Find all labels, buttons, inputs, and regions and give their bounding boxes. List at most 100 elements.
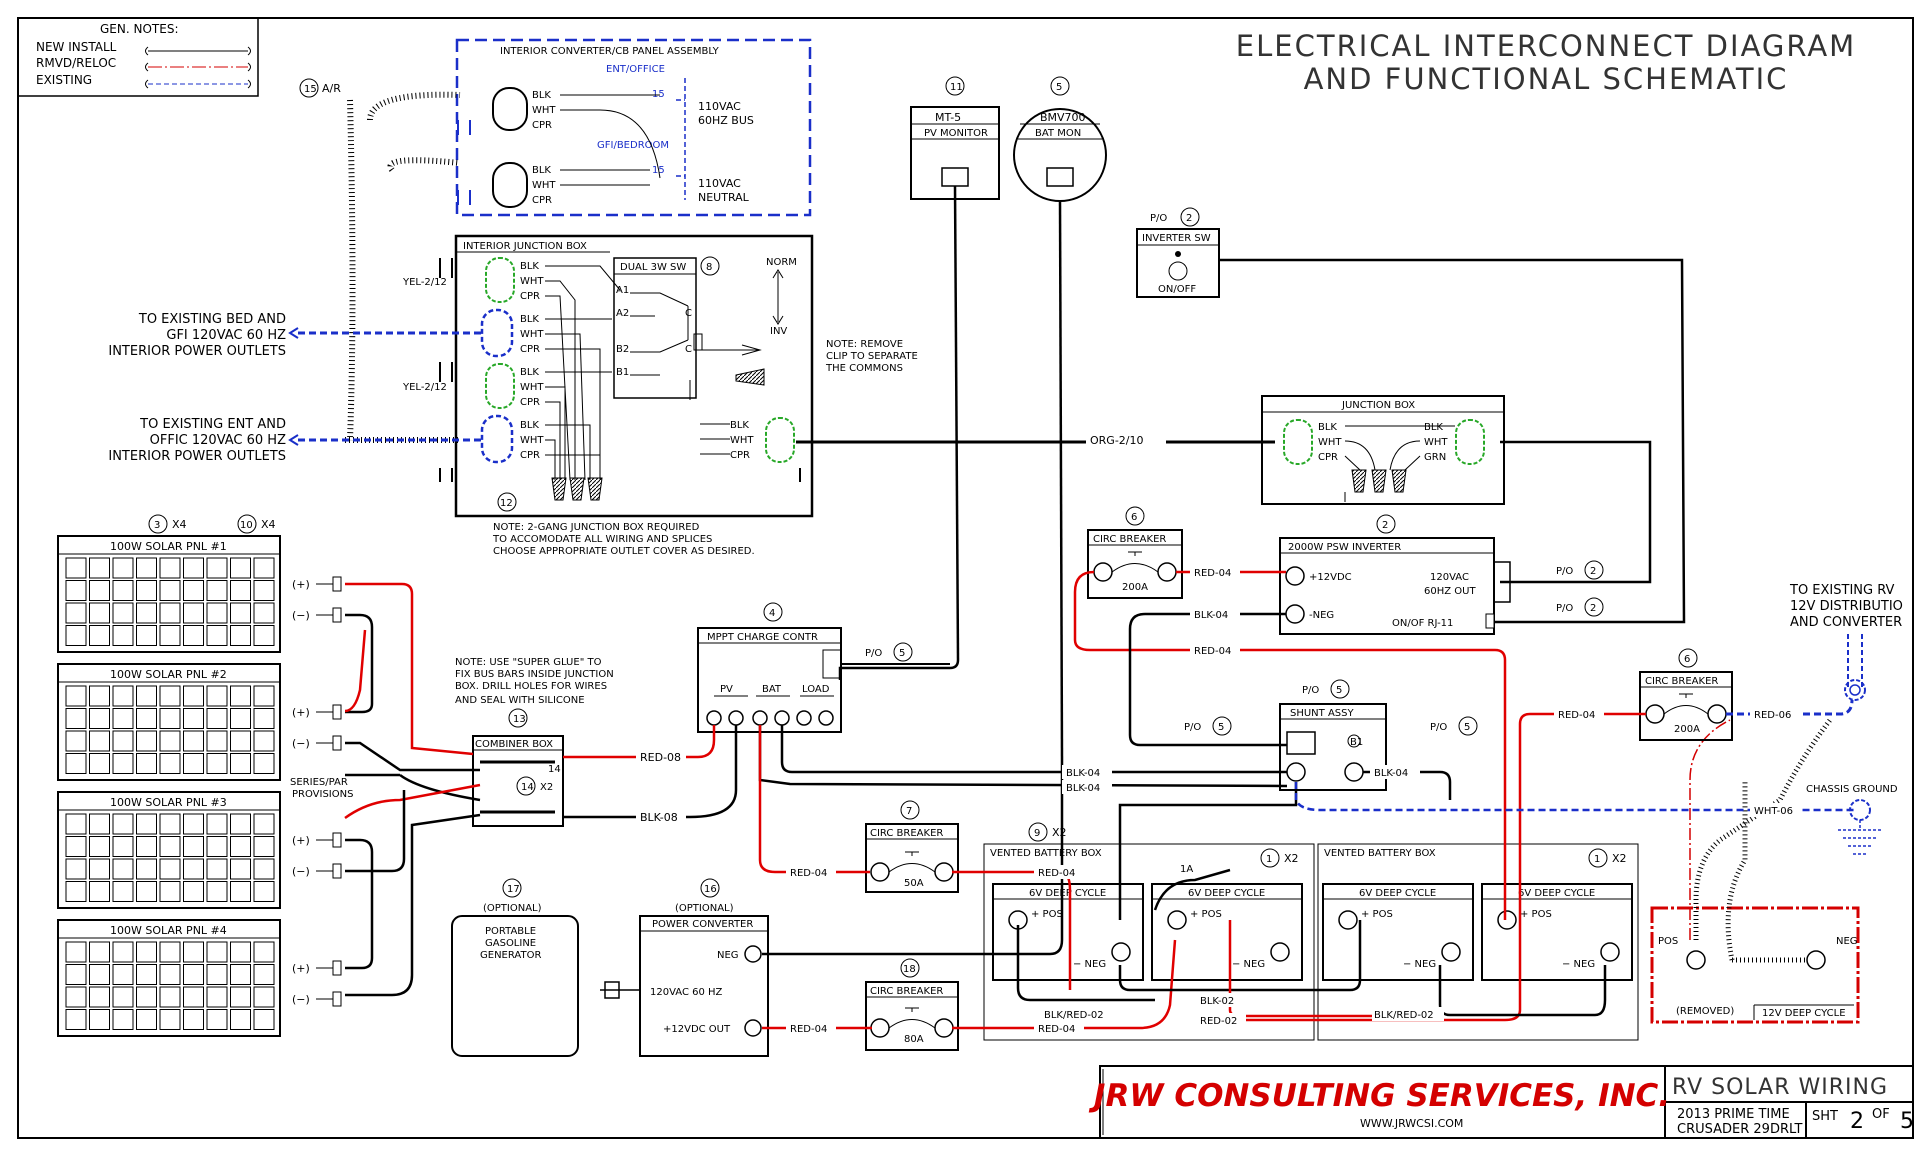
existing-rv-label: TO EXISTING RV 12V DISTRIBUTIO AND CONVE… [1789, 583, 1903, 701]
svg-text:BLK: BLK [730, 420, 749, 431]
svg-text:14: 14 [521, 782, 534, 793]
svg-text:BLK: BLK [1318, 422, 1337, 433]
blk08-label: BLK-08 [640, 811, 678, 824]
svg-text:BLK/RED-02: BLK/RED-02 [1044, 1010, 1104, 1021]
svg-text:RED-04: RED-04 [1038, 1024, 1075, 1035]
svg-text:EXISTING: EXISTING [36, 73, 92, 87]
svg-text:ON/OF RJ-11: ON/OF RJ-11 [1392, 618, 1453, 629]
svg-text:WHT: WHT [520, 329, 544, 340]
svg-text:GEN. NOTES:: GEN. NOTES: [100, 22, 178, 36]
sheet-border [17, 17, 1914, 1139]
svg-text:INTERIOR JUNCTION BOX: INTERIOR JUNCTION BOX [463, 241, 587, 252]
svg-text:X2: X2 [540, 782, 553, 793]
svg-text:DUAL 3W SW: DUAL 3W SW [620, 262, 686, 273]
svg-text:VENTED BATTERY BOX: VENTED BATTERY BOX [1324, 848, 1436, 859]
circuit-breaker-80a: 18 CIRC BREAKER 80A [865, 958, 959, 1051]
svg-text:+12VDC: +12VDC [1309, 572, 1352, 583]
svg-text:TO EXISTING ENT AND: TO EXISTING ENT AND [139, 417, 286, 432]
solar-panel-label: 100W SOLAR PNL #1 [110, 540, 227, 553]
gen-notes-legend: GEN. NOTES: NEW INSTALL RMVD/RELOC EXIST… [17, 17, 259, 97]
svg-text:RED-02: RED-02 [1200, 1016, 1237, 1027]
battery-neg-label: − NEG [1562, 959, 1595, 970]
terminal-pos-label: (+) [292, 706, 310, 719]
svg-text:6: 6 [1131, 512, 1137, 523]
svg-text:INV: INV [770, 326, 787, 337]
solar-panel: 100W SOLAR PNL #4(+)(−) [57, 919, 342, 1037]
svg-text:1: 1 [1594, 854, 1600, 865]
svg-text:BLK: BLK [532, 90, 551, 101]
svg-text:YEL-2/12: YEL-2/12 [402, 382, 447, 393]
svg-text:WHT: WHT [730, 435, 754, 446]
red08-label: RED-08 [640, 751, 681, 764]
svg-text:BLK: BLK [520, 367, 539, 378]
svg-text:CIRC BREAKER: CIRC BREAKER [1645, 676, 1718, 687]
svg-text:P/O: P/O [1430, 722, 1447, 733]
svg-text:NEG: NEG [717, 950, 739, 961]
svg-text:5: 5 [1056, 82, 1062, 93]
svg-text:16: 16 [704, 884, 717, 895]
svg-text:110VAC: 110VAC [698, 177, 741, 190]
svg-text:15: 15 [304, 84, 317, 95]
circuit-breaker-200a-distribution: 6 CIRC BREAKER 200A [1639, 648, 1733, 741]
svg-text:BLK: BLK [520, 261, 539, 272]
svg-text:BLK/RED-02: BLK/RED-02 [1374, 1010, 1434, 1021]
svg-text:NOTE: REMOVE: NOTE: REMOVE [826, 339, 903, 350]
terminal-neg-label: (−) [292, 993, 310, 1006]
outlets-bed-label: TO EXISTING BED AND GFI 120VAC 60 HZ INT… [108, 312, 286, 359]
battery-6v: 6V DEEP CYCLE+ POS− NEG [992, 883, 1144, 981]
svg-text:2: 2 [1850, 1109, 1864, 1134]
svg-text:+12VDC OUT: +12VDC OUT [663, 1024, 731, 1035]
svg-text:RED-04: RED-04 [1558, 710, 1595, 721]
svg-text:CPR: CPR [520, 450, 540, 461]
svg-text:WHT: WHT [1318, 437, 1342, 448]
svg-text:P/O: P/O [1184, 722, 1201, 733]
svg-text:WHT-06: WHT-06 [1754, 806, 1793, 817]
combiner-box: 13 COMBINER BOX 14 14 X2 [472, 708, 564, 827]
svg-text:BLK-04: BLK-04 [1374, 768, 1408, 779]
svg-text:TO EXISTING RV: TO EXISTING RV [1789, 583, 1895, 598]
svg-text:X4: X4 [261, 518, 276, 531]
bmv700-bat-monitor: 5 BMV700 BAT MON [1013, 76, 1107, 761]
svg-text:2: 2 [1382, 520, 1388, 531]
dual-3w-switch: DUAL 3W SW 8 A1 A2 B2 B1 C C NORM INV [613, 256, 797, 400]
company-url: WWW.JRWCSI.COM [1360, 1117, 1463, 1130]
wire-labels: RED-04 BLK-04 RED-04 BLK-04 BLK-04 BLK-0… [786, 565, 1800, 1035]
svg-text:TO EXISTING BED AND: TO EXISTING BED AND [138, 312, 286, 327]
svg-text:OFFIC 120VAC 60 HZ: OFFIC 120VAC 60 HZ [150, 433, 286, 448]
svg-text:SHT: SHT [1812, 1109, 1838, 1124]
svg-text:JUNCTION BOX: JUNCTION BOX [1341, 400, 1415, 411]
portable-generator: 17 (OPTIONAL) PORTABLE GASOLINE GENERATO… [451, 878, 579, 1057]
svg-text:NEUTRAL: NEUTRAL [698, 191, 750, 204]
svg-text:(REMOVED): (REMOVED) [1676, 1006, 1734, 1017]
junction-box: JUNCTION BOX BLK WHT CPR BLK WHT GRN [1261, 395, 1652, 584]
svg-text:INTERIOR CONVERTER/CB PANEL AS: INTERIOR CONVERTER/CB PANEL ASSEMBLY [500, 46, 720, 57]
battery-neg-label: − NEG [1403, 959, 1436, 970]
svg-text:A/R: A/R [322, 82, 341, 95]
svg-text:5: 5 [1900, 1109, 1914, 1134]
svg-text:PORTABLE: PORTABLE [485, 926, 536, 937]
svg-text:WHT: WHT [520, 276, 544, 287]
interior-junction-box: INTERIOR JUNCTION BOX 12 YEL-2/12 YEL-2/… [402, 234, 814, 557]
svg-text:18: 18 [903, 964, 916, 975]
battery-box-2: VENTED BATTERY BOX 1 X2 [1317, 843, 1639, 1041]
battery-label: 6V DEEP CYCLE [1188, 888, 1265, 899]
svg-text:X2: X2 [1284, 852, 1299, 865]
svg-text:12V DEEP CYCLE: 12V DEEP CYCLE [1762, 1008, 1846, 1019]
svg-text:200A: 200A [1674, 724, 1700, 735]
svg-text:SERIES/PAR: SERIES/PAR [290, 777, 348, 788]
svg-text:10: 10 [240, 520, 253, 531]
svg-text:CLIP TO SEPARATE: CLIP TO SEPARATE [826, 351, 918, 362]
battery-pos-label: + POS [1520, 909, 1552, 920]
circuit-breaker-200a-inverter: 6 CIRC BREAKER 200A [1087, 506, 1183, 599]
svg-text:12: 12 [500, 498, 513, 509]
svg-text:BLK-04: BLK-04 [1066, 768, 1100, 779]
svg-text:2: 2 [1590, 603, 1596, 614]
svg-text:BLK-04: BLK-04 [1066, 783, 1100, 794]
svg-text:COMBINER BOX: COMBINER BOX [475, 739, 553, 750]
svg-text:13: 13 [513, 714, 526, 725]
svg-text:(OPTIONAL): (OPTIONAL) [483, 903, 542, 914]
svg-text:-NEG: -NEG [1309, 610, 1334, 621]
svg-text:CPR: CPR [730, 450, 750, 461]
terminal-pos-label: (+) [292, 834, 310, 847]
svg-text:50A: 50A [904, 878, 924, 889]
